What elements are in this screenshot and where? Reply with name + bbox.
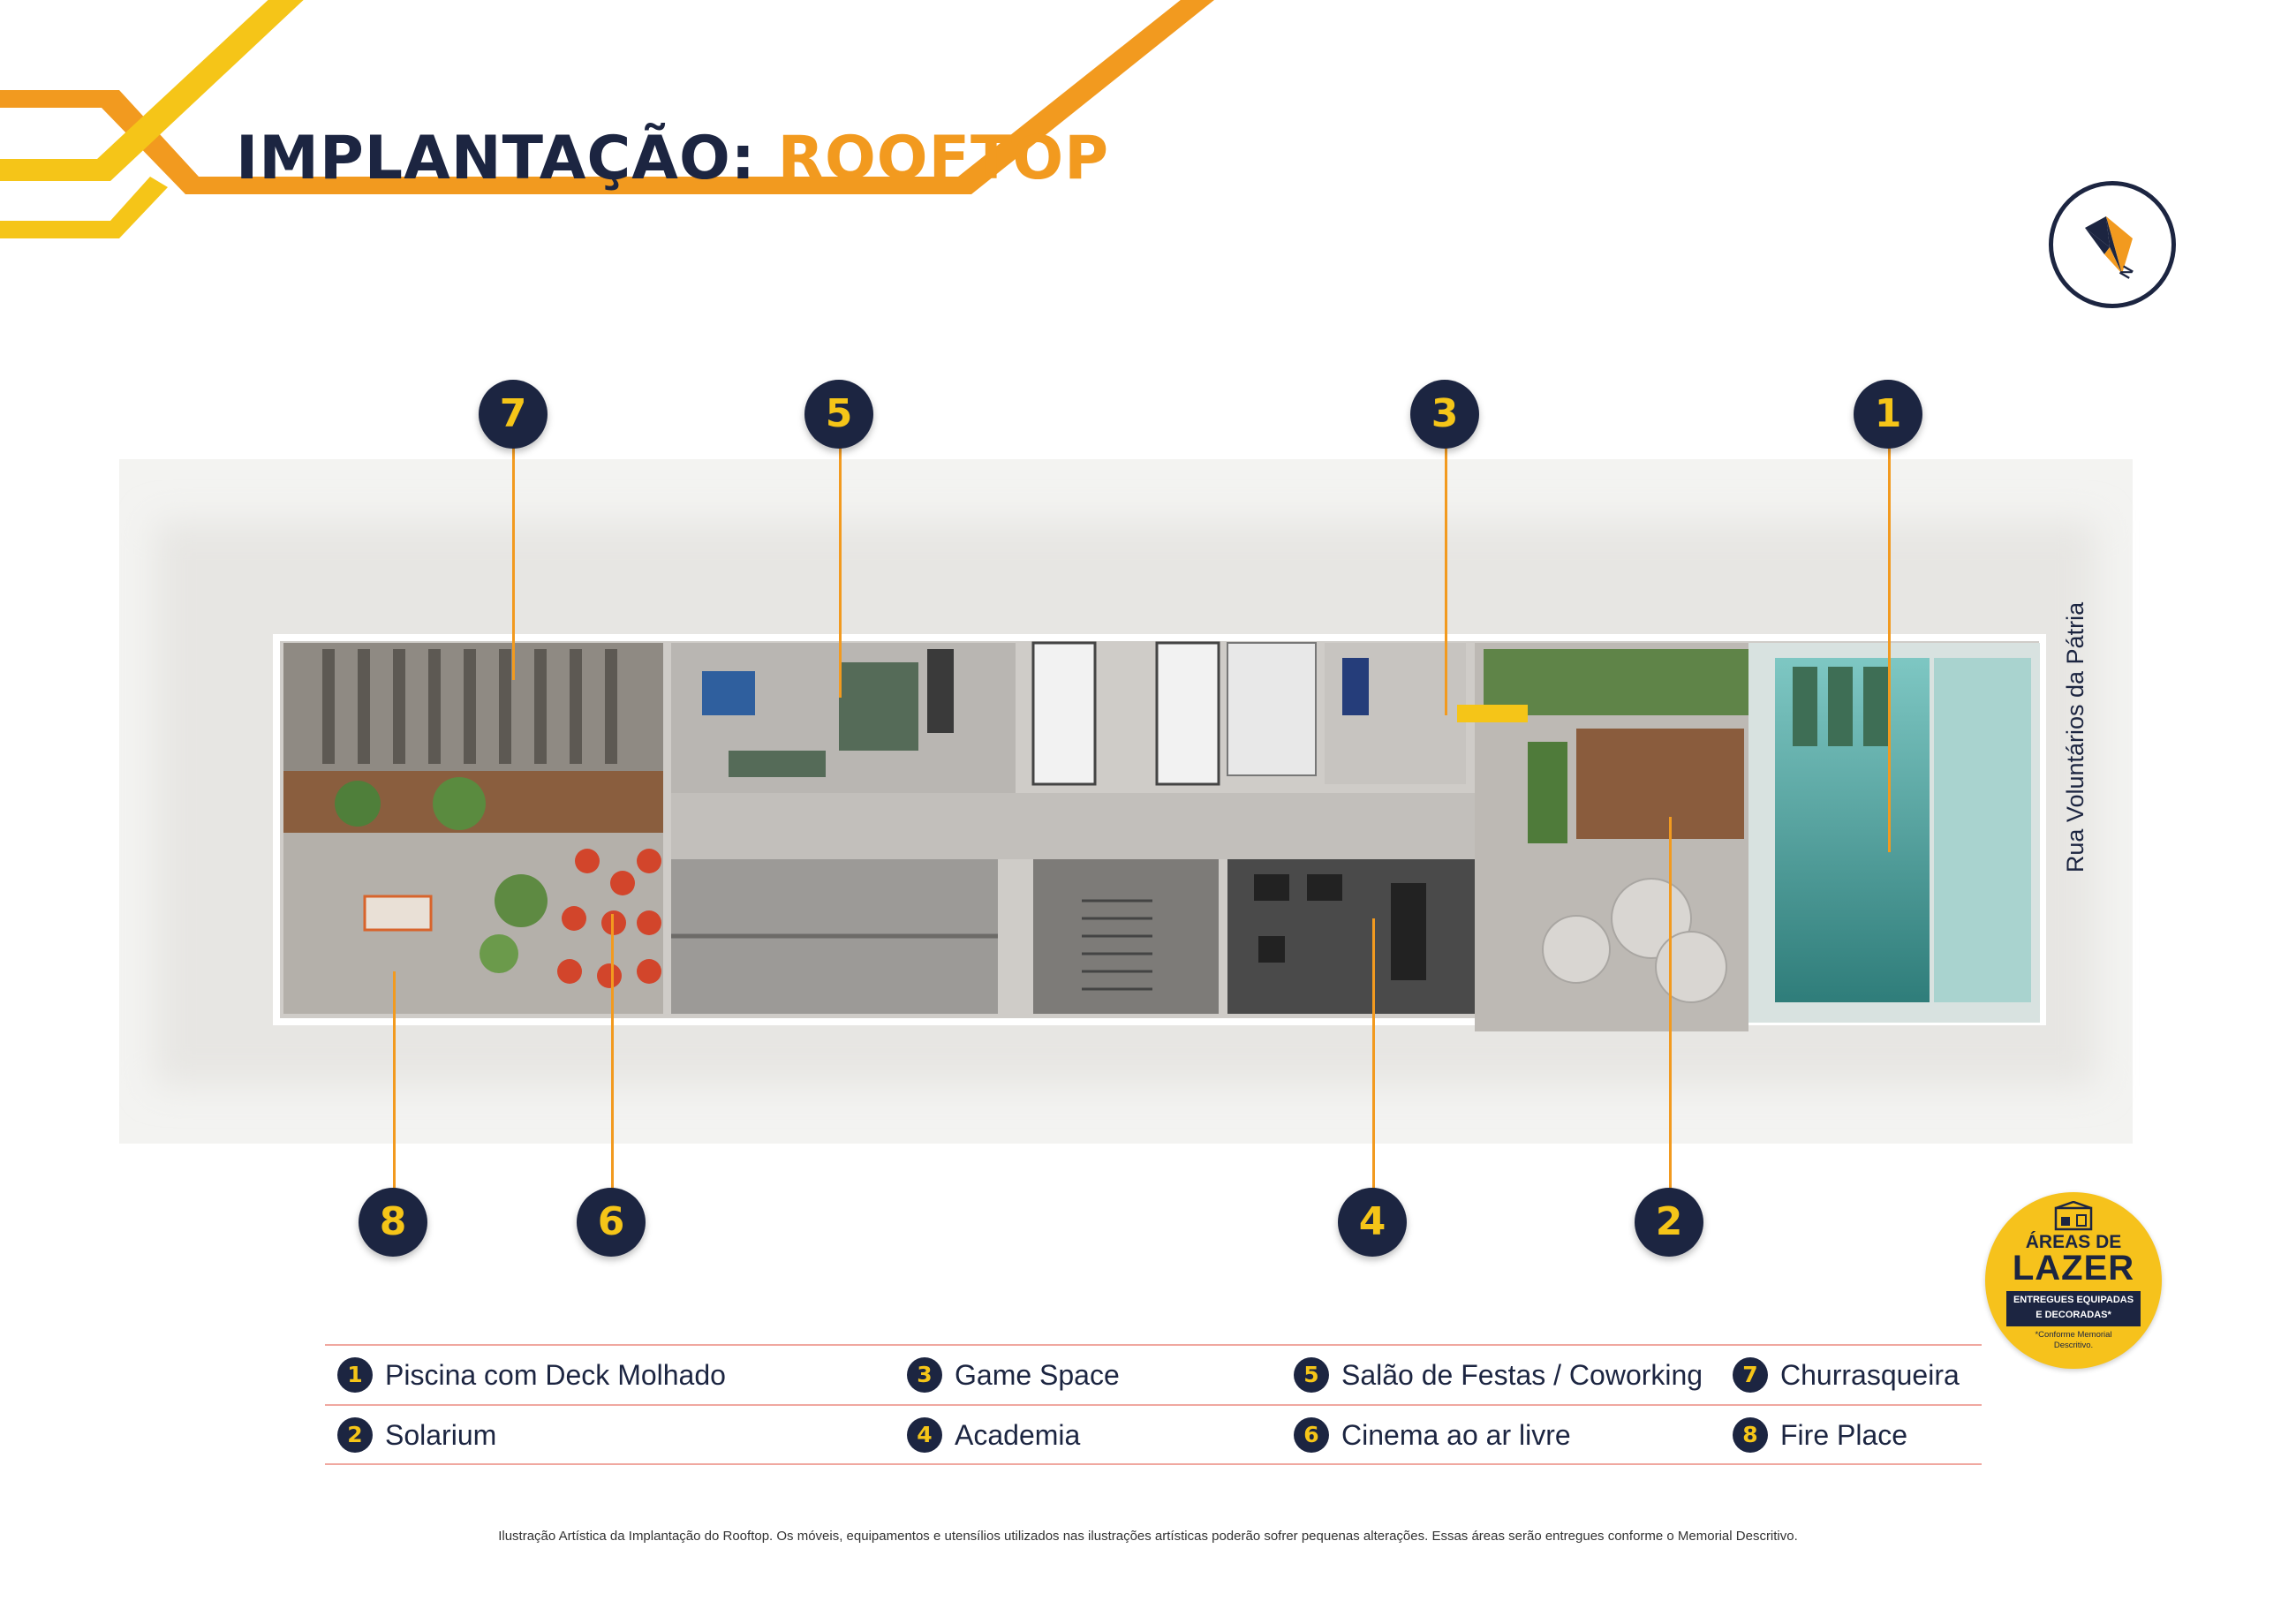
badge-line-2: E DECORADAS*: [2035, 1310, 2111, 1320]
legend-divider-bottom: [325, 1463, 1982, 1465]
badge-line-1: ENTREGUES EQUIPADAS: [2013, 1295, 2134, 1305]
legend-item-4: 4 Academia: [907, 1414, 1080, 1456]
marker-1: 1: [1854, 380, 1922, 449]
marker-4: 4: [1338, 1188, 1407, 1257]
legend-item-2: 2 Solarium: [337, 1414, 496, 1456]
badge-note-2: Descritivo.: [2053, 1341, 2094, 1350]
legend-label: Cinema ao ar livre: [1341, 1418, 1571, 1451]
corridor: [671, 793, 1598, 859]
marker-2: 2: [1635, 1188, 1703, 1257]
leader-3: [1445, 442, 1447, 715]
rooftop-floor-plan: [119, 459, 2133, 1144]
badge-note: *Conforme Memorial Descritivo.: [1985, 1330, 2162, 1351]
legend-label: Academia: [955, 1418, 1081, 1451]
title-prefix: IMPLANTAÇÃO:: [236, 124, 756, 193]
marker-7: 7: [479, 380, 548, 449]
legend-item-3: 3 Game Space: [907, 1354, 1120, 1396]
leader-4: [1372, 918, 1375, 1205]
legend-number: 6: [1294, 1417, 1329, 1453]
page-title: IMPLANTAÇÃO: ROOFTOP: [236, 124, 1109, 193]
compass-needle-icon: [2085, 216, 2133, 274]
legend-number: 4: [907, 1417, 942, 1453]
leader-2: [1669, 817, 1672, 1205]
legend-item-6: 6 Cinema ao ar livre: [1294, 1414, 1571, 1456]
legend-label: Churrasqueira: [1780, 1358, 1960, 1391]
leader-6: [611, 914, 614, 1205]
pergola: [322, 649, 617, 764]
badge-note-1: *Conforme Memorial: [2035, 1330, 2112, 1340]
badge-strip: ENTREGUES EQUIPADAS E DECORADAS*: [2006, 1291, 2141, 1326]
legend-label: Salão de Festas / Coworking: [1341, 1358, 1703, 1391]
badge-lazer: LAZER: [2012, 1249, 2135, 1288]
marker-3: 3: [1410, 380, 1479, 449]
legend-item-5: 5 Salão de Festas / Coworking: [1294, 1354, 1703, 1396]
elevator-2: [1155, 641, 1220, 786]
legend-number: 7: [1733, 1357, 1768, 1393]
yellow-band-lower: [0, 177, 168, 238]
legend-label: Game Space: [955, 1358, 1120, 1391]
legend-label: Solarium: [385, 1418, 497, 1451]
fire-place: [363, 895, 433, 932]
marker-6: 6: [577, 1188, 646, 1257]
legend-item-8: 8 Fire Place: [1733, 1414, 1907, 1456]
badge-areas: ÁREAS DE: [2025, 1232, 2122, 1252]
lazer-badge: ÁREAS DE LAZER ENTREGUES EQUIPADAS E DEC…: [1985, 1192, 2162, 1369]
legend-item-1: 1 Piscina com Deck Molhado: [337, 1354, 726, 1396]
bathroom: [1227, 642, 1317, 776]
legend-divider-middle: [325, 1404, 1982, 1406]
legend-number: 5: [1294, 1357, 1329, 1393]
garden-strip: [1484, 649, 1748, 715]
legend-divider-top: [325, 1344, 1982, 1346]
legend-number: 2: [337, 1417, 373, 1453]
leisure-icon: [2054, 1201, 2093, 1231]
leader-5: [839, 442, 842, 698]
legend-label: Piscina com Deck Molhado: [385, 1358, 726, 1391]
marker-8: 8: [359, 1188, 427, 1257]
solarium-deck: [1576, 729, 1744, 839]
legend-number: 3: [907, 1357, 942, 1393]
lounge-chairs: [557, 849, 661, 988]
footnote: Ilustração Artística da Implantação do R…: [498, 1529, 1798, 1544]
header-decoration: [0, 0, 1214, 238]
leader-1: [1888, 442, 1891, 852]
sofa: [702, 671, 755, 715]
pool-loungers: [1793, 667, 1888, 746]
stair-steps: [1082, 899, 1152, 991]
street-label: Rua Voluntários da Pátria: [2062, 601, 2088, 873]
leader-8: [393, 971, 396, 1205]
deck-molhado: [1934, 658, 2031, 1002]
legend-number: 8: [1733, 1417, 1768, 1453]
legend-number: 1: [337, 1357, 373, 1393]
yellow-band: [0, 0, 304, 181]
stair-railing: [1457, 705, 1528, 722]
elevator-1: [1031, 641, 1097, 786]
legend-item-7: 7 Churrasqueira: [1733, 1354, 1960, 1396]
marker-5: 5: [804, 380, 873, 449]
compass-icon: N: [2049, 181, 2176, 308]
gym-equipment: [1254, 874, 1426, 980]
legend-label: Fire Place: [1780, 1418, 1908, 1451]
title-highlight: ROOFTOP: [777, 124, 1110, 193]
leader-7: [512, 442, 515, 680]
